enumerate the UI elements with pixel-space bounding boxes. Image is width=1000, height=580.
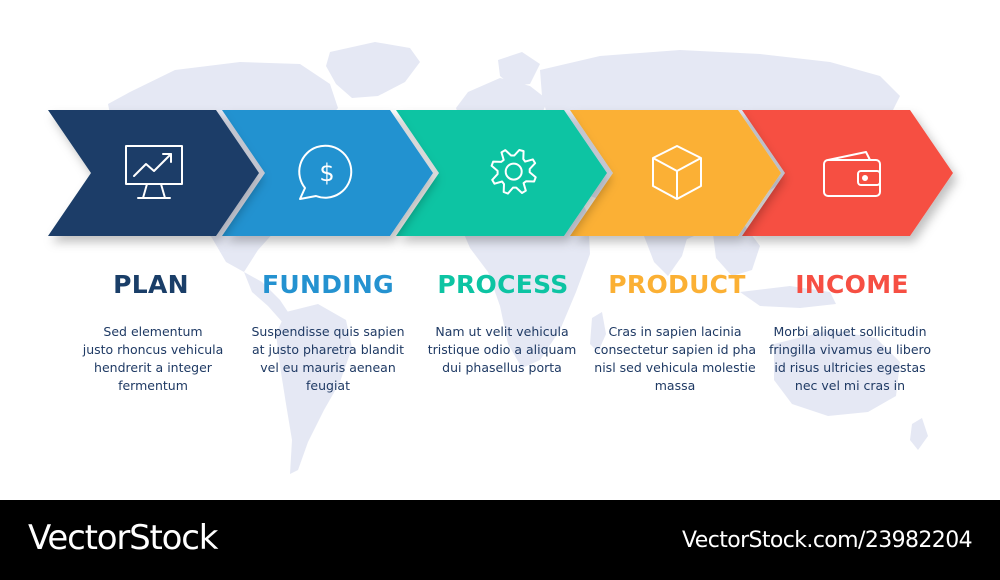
description-line: nec vel mi cras in bbox=[794, 378, 906, 393]
step-title-income: INCOME bbox=[795, 270, 909, 299]
step-title-process: PROCESS bbox=[437, 270, 569, 299]
description-line: Suspendisse quis sapien bbox=[251, 324, 405, 339]
image-id-label: VectorStock.com/23982204 bbox=[682, 528, 973, 553]
watermark-footer bbox=[0, 500, 1000, 580]
step-description-funding: Suspendisse quis sapien at justo pharetr… bbox=[233, 323, 423, 395]
description-line: dui phasellus porta bbox=[442, 360, 562, 375]
arrow-product bbox=[570, 110, 781, 236]
arrow-process-shape bbox=[396, 110, 607, 236]
description-line: Cras in sapien lacinia bbox=[608, 324, 742, 339]
description-line: consectetur sapien id pha bbox=[593, 342, 757, 357]
step-title-funding: FUNDING bbox=[262, 270, 394, 299]
dollar-speech-bubble-icon: $ bbox=[298, 144, 353, 200]
description-line: fermentum bbox=[118, 378, 188, 393]
description-line: justo rhoncus vehicula bbox=[82, 342, 224, 357]
arrow-income bbox=[742, 110, 953, 236]
arrow-plan-shape bbox=[48, 110, 259, 236]
description-line: vel eu mauris aenean bbox=[260, 360, 396, 375]
description-line: nisl sed vehicula molestie bbox=[594, 360, 756, 375]
description-line: id risus ultricies egestas bbox=[774, 360, 926, 375]
description-line: Sed elementum bbox=[103, 324, 203, 339]
arrow-income-shape bbox=[742, 110, 953, 236]
description-line: hendrerit a integer bbox=[94, 360, 212, 375]
step-description-process: Nam ut velit vehicula tristique odio a a… bbox=[407, 323, 597, 377]
arrow-product-shape bbox=[570, 110, 781, 236]
arrow-funding: $ bbox=[222, 110, 433, 236]
step-description-income: Morbi aliquet sollicitudin fringilla viv… bbox=[755, 323, 945, 395]
arrow-funding-shape bbox=[222, 110, 433, 236]
description-line: at justo pharetra blandit bbox=[251, 342, 404, 357]
step-title-product: PRODUCT bbox=[608, 270, 746, 299]
vectorstock-logo: VectorStock bbox=[28, 518, 218, 558]
description-line: feugiat bbox=[306, 378, 350, 393]
step-description-plan: Sed elementum justo rhoncus vehicula hen… bbox=[58, 323, 248, 395]
step-title-plan: PLAN bbox=[113, 270, 189, 299]
box-icon bbox=[652, 145, 702, 200]
arrow-plan bbox=[48, 110, 259, 236]
arrow-process bbox=[396, 110, 607, 236]
description-line: fringilla vivamus eu libero bbox=[768, 342, 932, 357]
description-line: massa bbox=[654, 378, 696, 393]
description-line: Morbi aliquet sollicitudin bbox=[773, 324, 927, 339]
svg-text:$: $ bbox=[319, 159, 334, 187]
description-line: Nam ut velit vehicula bbox=[435, 324, 569, 339]
process-arrows: $ bbox=[48, 110, 953, 236]
monitor-chart-icon bbox=[125, 145, 183, 199]
step-description-product: Cras in sapien lacinia consectetur sapie… bbox=[580, 323, 770, 395]
wallet-icon bbox=[823, 151, 881, 197]
description-line: tristique odio a aliquam bbox=[427, 342, 577, 357]
gear-icon bbox=[490, 149, 537, 195]
